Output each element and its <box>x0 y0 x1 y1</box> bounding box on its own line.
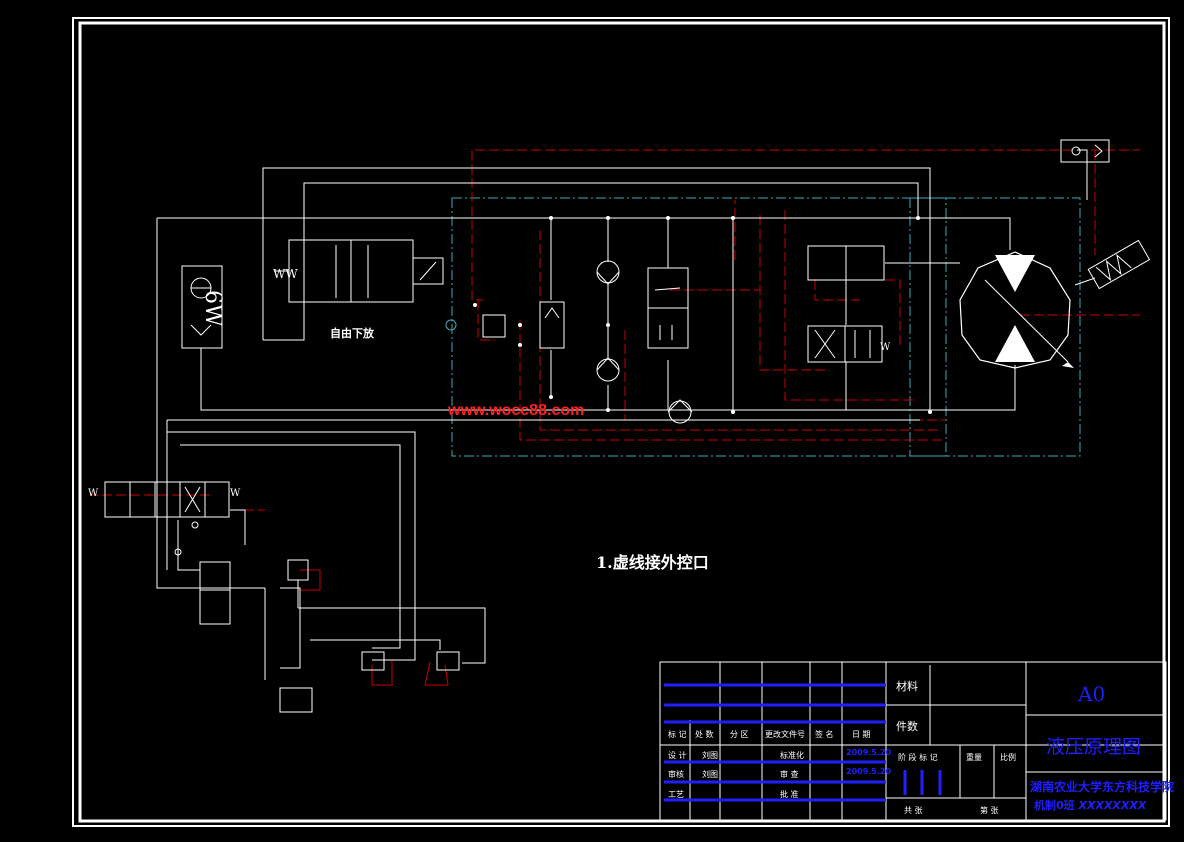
sheet-number: 第 张 <box>980 806 999 815</box>
solenoid-valve-top <box>274 239 444 303</box>
row-craft: 工艺 <box>668 790 684 799</box>
svg-text:W: W <box>230 488 241 499</box>
pump-boundary <box>909 197 1081 457</box>
outer-frame <box>72 17 1170 827</box>
title-material: 材料 <box>896 680 918 693</box>
title-block <box>659 661 1167 821</box>
row-std-date: 2009.5.20 <box>846 748 892 757</box>
school-name: 湖南农业大学东方科技学院 <box>1030 780 1175 794</box>
header-mark: 标 记 <box>668 730 687 739</box>
free-lowering-label: 自由下放 <box>330 327 374 340</box>
row-design: 设 计 <box>668 751 687 760</box>
header-count: 处 数 <box>695 730 714 739</box>
title-part-no: 件数 <box>896 720 918 733</box>
sheets-total: 共 张 <box>904 806 923 815</box>
shuttle-valve <box>1060 139 1110 163</box>
header-zone: 分 区 <box>730 730 749 739</box>
svg-text:WW: WW <box>273 267 298 281</box>
row-review-date: 2009.5.20 <box>846 767 892 776</box>
header-change-doc: 更改文件号 <box>765 730 805 739</box>
drawing-title: 液压原理图 <box>1046 736 1142 758</box>
class-label: 机制0班 XXXXXXXX <box>1034 797 1146 813</box>
header-sign: 签 名 <box>815 730 834 739</box>
row-review: 审 查 <box>780 770 799 779</box>
inner-frame <box>78 21 1166 823</box>
directional-valve-right <box>807 245 885 363</box>
external-control-note: 1.虚线接外控口 <box>596 553 709 572</box>
row-designer: 刘图 <box>702 751 718 760</box>
scale-label: 比例 <box>1000 753 1016 762</box>
class-value: XXXXXXXX <box>1078 799 1147 812</box>
valve-code-label: 6W <box>200 290 225 327</box>
directional-valve-left <box>104 481 230 556</box>
row-check: 审核 <box>668 770 684 779</box>
row-checker: 刘图 <box>702 770 718 779</box>
weight-label: 重量 <box>966 753 982 762</box>
row-std: 标准化 <box>780 751 804 760</box>
variable-pump <box>959 251 1074 369</box>
svg-text:W: W <box>880 342 891 353</box>
class-name: 机制0班 <box>1034 799 1075 812</box>
row-approve: 批 准 <box>780 790 799 799</box>
watermark: www.wocc88.com <box>448 402 585 419</box>
sheet-size: A0 <box>1078 682 1106 706</box>
valve-block-boundary <box>451 197 947 457</box>
svg-text:W: W <box>88 488 99 499</box>
stage-label: 阶 段 标 记 <box>898 753 938 762</box>
filter-symbol <box>181 265 223 349</box>
header-date: 日 期 <box>852 730 871 739</box>
